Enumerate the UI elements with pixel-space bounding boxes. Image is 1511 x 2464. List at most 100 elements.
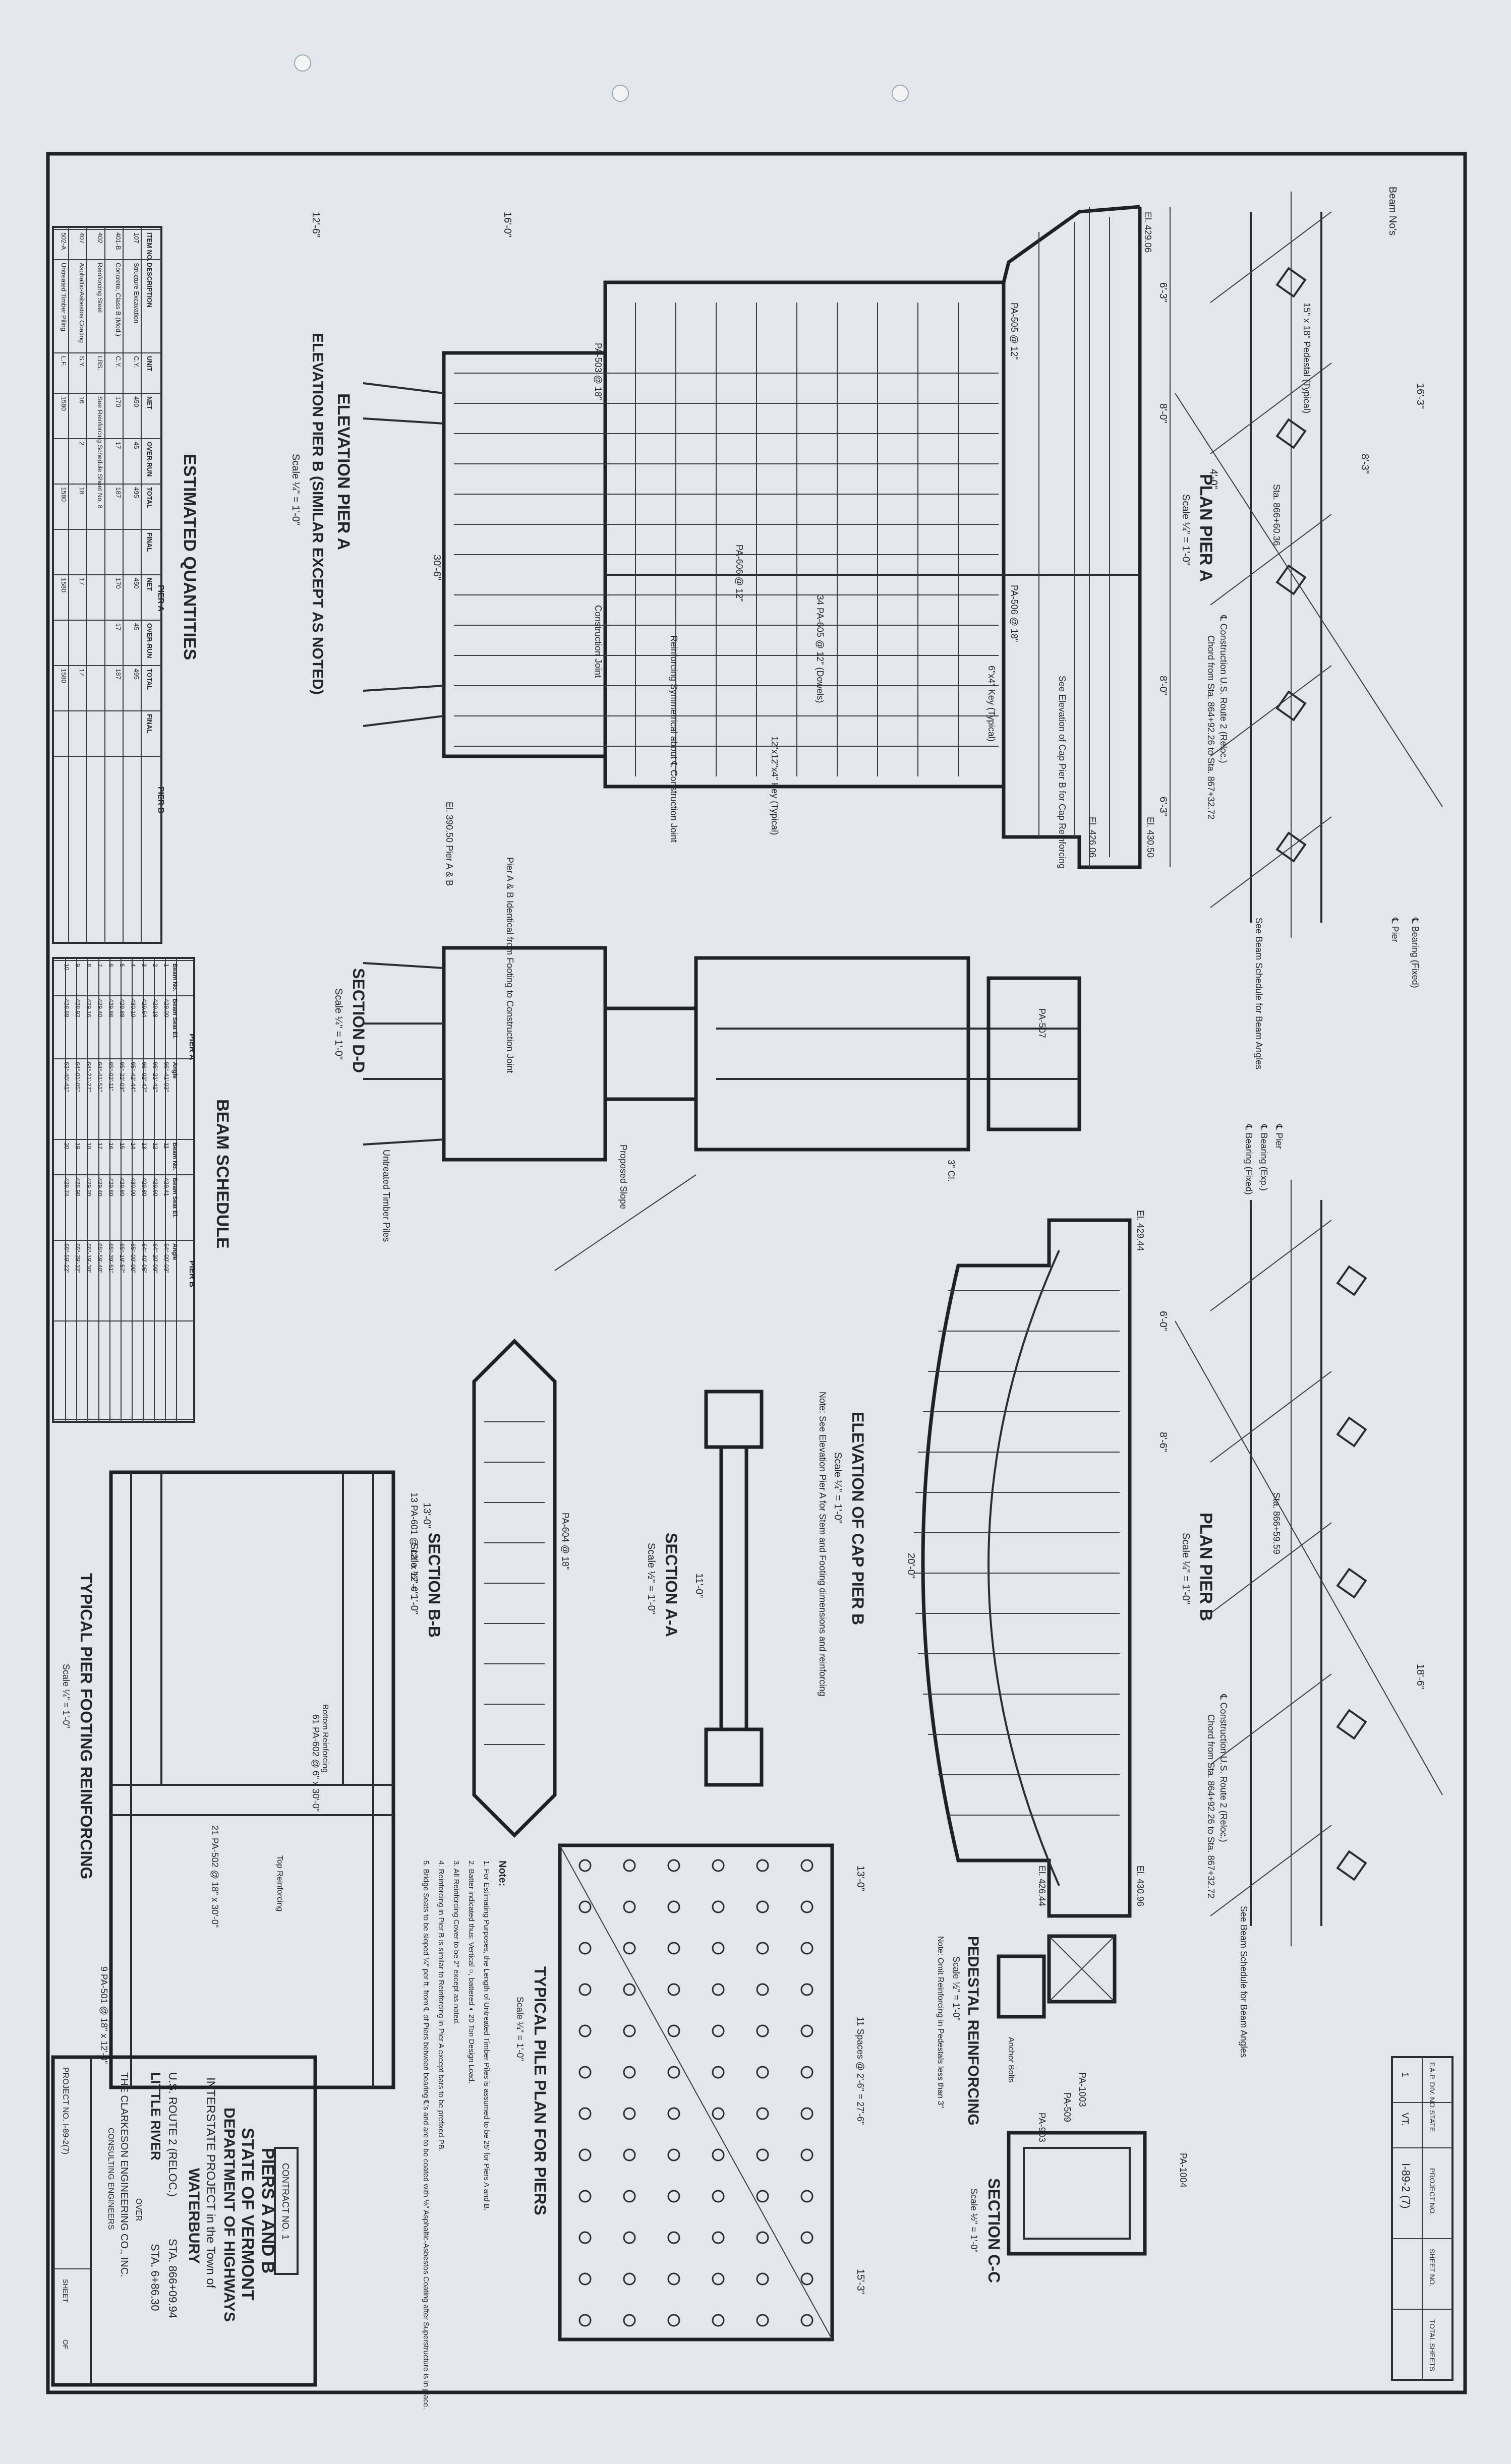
tb-state: STATE OF VERMONT [238,2128,257,2301]
footing-scale: Scale ¼" = 1'-0" [61,1664,71,1728]
dim-11-0: 11'-0" [693,1573,705,1598]
sta-a-label: Sta. 866+60.36 [1271,484,1282,546]
pile-marker [667,2024,680,2037]
sec-dd-title: SECTION D-D [350,968,368,1073]
qty-cell: 107 [133,232,140,244]
key2-label: 12"x12"x4" Key (Typical) [770,736,780,835]
tb-project-line: INTERSTATE PROJECT in the Town of [204,2077,217,2289]
bearing-exp-b: ℄ Bearing (Exp.) [1259,1124,1269,1191]
beam-cell: 429.80 [141,1178,148,1196]
pile-marker [800,2231,813,2244]
beam-cell: 64°-21'-27" [85,1062,92,1092]
beam-cell: 16 [107,1143,114,1150]
tb-sheet: SHEET [62,2279,70,2303]
qty-cell: L.F. [60,356,68,367]
pedestal-scale: Scale ½" = 1'-0" [951,1956,961,2021]
pile-plan-title: TYPICAL PILE PLAN FOR PIERS [531,1966,549,2215]
tb-department: DEPARTMENT OF HIGHWAYS [221,2108,238,2322]
pile-marker [800,2272,813,2286]
qty-header: UNIT [146,356,153,371]
qty-cell: 1580 [60,396,68,411]
qty-cell: 17 [114,623,122,630]
bar-506: PA-506 @ 18" [1009,585,1019,642]
tb-title: PIERS A AND B [258,2148,277,2273]
qty-header: DESCRIPTION [146,263,153,308]
beam-cell: 429.40 [96,999,103,1017]
pile-marker [623,2231,636,2244]
pile-marker [667,2107,680,2120]
beam-cell: 428.74 [63,1178,70,1196]
qty-header: TOTAL [146,487,153,508]
sec-dd-scale: Scale ¼" = 1'-0" [333,988,344,1060]
elev-cap-b-title: ELEVATION OF CAP PIER B [849,1412,867,1625]
beam-cell: 3 [141,964,148,967]
sec-bb-scale: Scale ½" = 1'-0" [409,1543,420,1614]
corner-h2: PROJECT NO. [1428,2168,1436,2215]
elev-a-title: ELEVATION PIER A [334,393,353,550]
beam-cell: 66°-02'-47" [141,1062,148,1092]
beam-cell: 429.60 [152,1178,159,1196]
qty-group-a: PIER A [156,585,165,612]
pile-marker [756,2066,769,2079]
tb-river-sta: STA. 6+86.30 [149,2244,161,2311]
tb-route: U.S. ROUTE 2 (RELOC.) [166,2072,179,2197]
bar-602: 61 PA-602 @ 6" x 30'-0" [311,1714,321,1812]
section-a-a: SECTION A-A Scale ½" = 1'-0" 11'-0" [646,1390,764,1787]
qty-cell: Untreated Timber Piling [60,263,68,331]
pile-marker [800,1900,813,1913]
pile-marker [623,2107,636,2120]
plan-a-title: PLAN PIER A [1196,474,1215,582]
pile-marker [667,1983,680,1996]
bar-606: PA-606 @ 12" [734,545,744,602]
pedestal-title: PEDESTAL REINFORCING [965,1936,981,2126]
elevation-pier-a: 6'-3" 8'-0" 8'-0" 6'-3" El. 429.06 El. 4… [290,205,1219,1073]
pile-marker [712,1983,725,1996]
pile-marker [578,1859,592,1872]
corner-box: F.A.P. DIV. NO. STATE PROJECT NO. SHEET … [1391,2056,1454,2381]
qty-header: NET [146,396,153,409]
dim-13-0-foot: 13'-0" [421,1503,432,1528]
beam-cell: 65°-59'-48" [96,1243,103,1273]
beam-cell: 429.40 [96,1178,103,1196]
pile-marker [712,2231,725,2244]
anchor-bolts-label: Anchor Bolts [1007,2037,1015,2083]
dim-6-3-2: 6'-3" [1157,797,1169,817]
pile-marker [623,1942,636,1955]
pile-marker [756,2272,769,2286]
beam-header: Angle [171,1243,179,1260]
pile-marker [667,2314,680,2327]
sec-bb-title: SECTION B-B [425,1533,443,1638]
beam-cell: 429.66 [107,999,114,1017]
beam-cell: 66°-59'-22" [63,1243,70,1273]
bar-501: 9 PA-501 @ 18" x 12'-0" [99,1966,109,2064]
qty-header: FINAL [146,532,153,552]
pile-marker [578,2314,592,2327]
qty-cell: 1580 [60,669,68,683]
qty-cell: 1580 [60,487,68,502]
beam-cell: 65°-42'-44" [130,1062,137,1092]
beam-cell: 18 [85,1143,92,1150]
beam-group-a: PIER A [188,1034,196,1060]
el-430-96: El. 430.96 [1135,1866,1145,1906]
pile-marker [578,2272,592,2286]
qty-cell: 187 [114,669,122,680]
note-2: 2. Batter indicated thus: Vertical ○, ba… [467,1860,476,2083]
bar-509: PA-509 [1062,2092,1072,2122]
plan-pier-b: PLAN PIER B Scale ¼" = 1'-0" Sta. 866+59… [1175,1124,1443,2058]
pile-marker [712,2107,725,2120]
pile-marker [800,2148,813,2161]
bar-601: 13 PA-601 @ 12" x 12'-0" [409,1492,419,1595]
sec-aa-scale: Scale ½" = 1'-0" [646,1543,657,1614]
beam-cell: 64°-20'-09" [152,1243,159,1273]
tb-of: OF [62,2339,70,2349]
beam-cell: 2 [152,964,159,967]
beam-cell: 429.18 [152,999,159,1017]
beam-cell: 429.80 [119,1178,126,1196]
cl-construction-b: ℄ Construction U.S. Route 2 (Reloc.) [1218,1694,1229,1842]
beam-cell: 5 [119,964,126,967]
pile-marker [667,1942,680,1955]
qty-cell: 401-B [114,232,122,250]
pile-marker [578,2024,592,2037]
